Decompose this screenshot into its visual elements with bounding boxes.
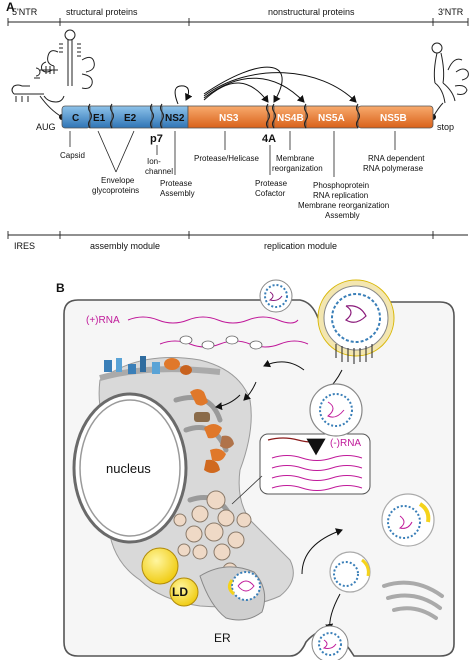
nucleus-shape [72,392,188,544]
protein-e2-label: E2 [124,113,137,124]
fn-ns5a-1: Phosphoprotein [313,181,369,190]
fn-protease-helicase: Protease/Helicase [194,154,259,163]
fn-cofactor-2: Cofactor [255,189,286,198]
ribosomes [179,335,263,350]
stop-label: stop [437,122,454,132]
protein-ns2-label: NS2 [165,113,185,124]
fn-ns5a-2: RNA replication [313,191,368,200]
transmembrane-marks [87,103,361,129]
panel-a-letter: A [6,0,15,14]
minus-rna-label: (-)RNA [330,438,361,449]
fn-ion-2: channel [145,167,173,176]
fn-capsid: Capsid [60,151,85,160]
ires-5prime-structure [11,29,95,103]
module-assembly: assembly module [90,241,160,251]
fn-cofactor-1: Protease [255,179,288,188]
free-virion [259,279,293,313]
panel-a: A 5'NTR structural proteins nonstructura… [6,0,469,251]
golgi [382,580,444,620]
translation-complex [99,356,221,381]
exiting-virion [311,625,349,660]
protein-ns4a-label: 4A [262,133,276,145]
ires-link [39,95,63,118]
protein-ns3-label: NS3 [219,113,239,124]
fn-ion-1: Ion- [147,157,161,166]
replication-proteins [190,389,234,473]
region-nonstructural: nonstructural proteins [268,7,355,17]
budding-virion [227,571,261,601]
lipid-droplet-large [141,547,179,585]
protein-ns5b-label: NS5B [380,113,407,124]
fn-ns5a-3: Membrane reorganization [298,201,389,210]
protein-c-label: C [72,113,79,124]
function-pointers [69,130,396,177]
fn-envelope-1: Envelope [101,176,135,185]
fn-ns5b-1: RNA dependent [368,154,425,163]
membranous-web [173,490,252,578]
module-replication: replication module [264,241,337,251]
protein-ns5a-label: NS5A [318,113,345,124]
protein-ns5b-block [357,105,434,129]
fn-protease-assembly-2: Assembly [160,189,195,198]
fn-membrane-1: Membrane [276,154,315,163]
region-structural: structural proteins [66,7,138,17]
aug-label: AUG [36,122,56,132]
fn-ns5b-2: RNA polymerase [363,164,424,173]
fn-envelope-2: glycoproteins [92,186,139,195]
protein-ns4b-label: NS4B [277,113,304,124]
plus-rna-label: (+)RNA [86,315,120,326]
cleavage-arrows [174,66,357,105]
protein-e1-label: E1 [93,113,106,124]
fn-ns5a-4: Assembly [325,211,360,220]
protein-p7-label: p7 [150,133,163,145]
ld-label: LD [172,585,188,599]
er-label: ER [214,631,231,645]
module-ires: IRES [14,241,35,251]
region-3ntr: 3'NTR [438,7,464,17]
region-bar [7,18,469,26]
panel-b: B nucleus (+)RNA [56,279,455,660]
entering-virion [317,279,395,364]
region-5ntr: 5'NTR [12,7,38,17]
mature-virion-2 [329,551,371,593]
panel-b-letter: B [56,281,65,295]
fn-membrane-2: reorganization [272,164,323,173]
fn-protease-assembly-1: Protease [160,179,193,188]
ntr-3prime-structure [431,42,469,104]
lipid-droplet [169,577,199,607]
endosome [309,383,363,437]
module-bar [7,231,468,239]
polyprotein-bar [61,105,434,129]
nucleus-label: nucleus [106,461,151,476]
mature-virion-1 [381,493,435,547]
replication-box: (-)RNA [259,433,371,495]
